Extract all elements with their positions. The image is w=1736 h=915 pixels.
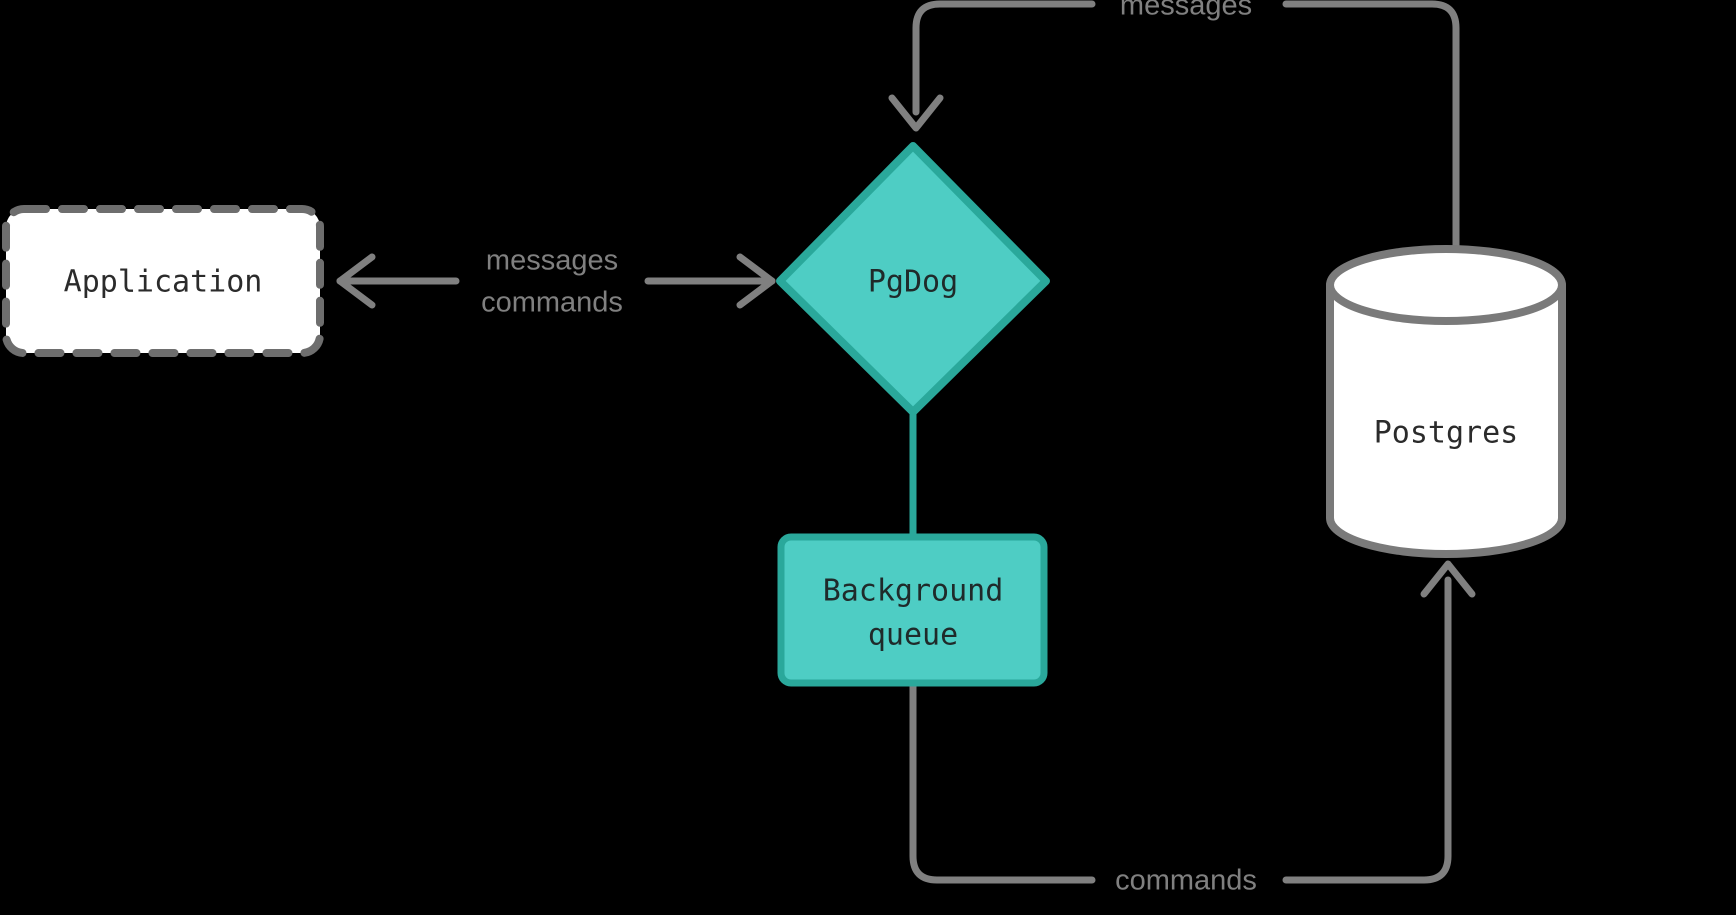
edge-queue-to-postgres-segment-right [1282,576,1452,884]
arrow-head-right-into-pgdog [736,253,776,309]
edge-postgres-to-pgdog-segment-right [1282,0,1460,274]
edge-application-to-pgdog [336,253,776,309]
background-queue-box[interactable] [777,533,1048,687]
background-queue-label-line2: queue [868,618,958,653]
application-label: Application [64,265,263,300]
edge-label-messages-postgres: messages [1120,0,1252,22]
edge-label-group-app-pgdog: messages commands [481,245,623,319]
postgres-cylinder-top [1326,245,1566,325]
node-application[interactable]: Application [2,205,324,357]
edge-label-commands-postgres: commands [1115,865,1257,897]
edge-queue-to-postgres-segment-left [909,678,1096,884]
arrow-head-left-into-application [336,253,376,309]
application-box[interactable] [2,205,324,357]
edge-label-messages-app: messages [486,245,618,277]
node-pgdog[interactable]: PgDog [776,142,1050,416]
edge-postgres-to-pgdog-segment-left [912,0,1096,116]
edge-queue-to-postgres [909,560,1476,884]
edge-postgres-to-pgdog [888,0,1460,274]
pgdog-diamond[interactable] [776,142,1050,416]
arrow-head-up-into-postgres [1420,560,1476,598]
arrow-head-down-into-pgdog [888,94,944,132]
postgres-cylinder-body[interactable] [1326,281,1566,558]
background-queue-label-line1: Background [823,574,1004,609]
postgres-label: Postgres [1374,416,1519,451]
pgdog-label: PgDog [868,265,958,300]
node-postgres[interactable]: Postgres [1326,245,1566,558]
edge-label-commands-app: commands [481,287,623,319]
node-background-queue[interactable]: Background queue [777,533,1048,687]
